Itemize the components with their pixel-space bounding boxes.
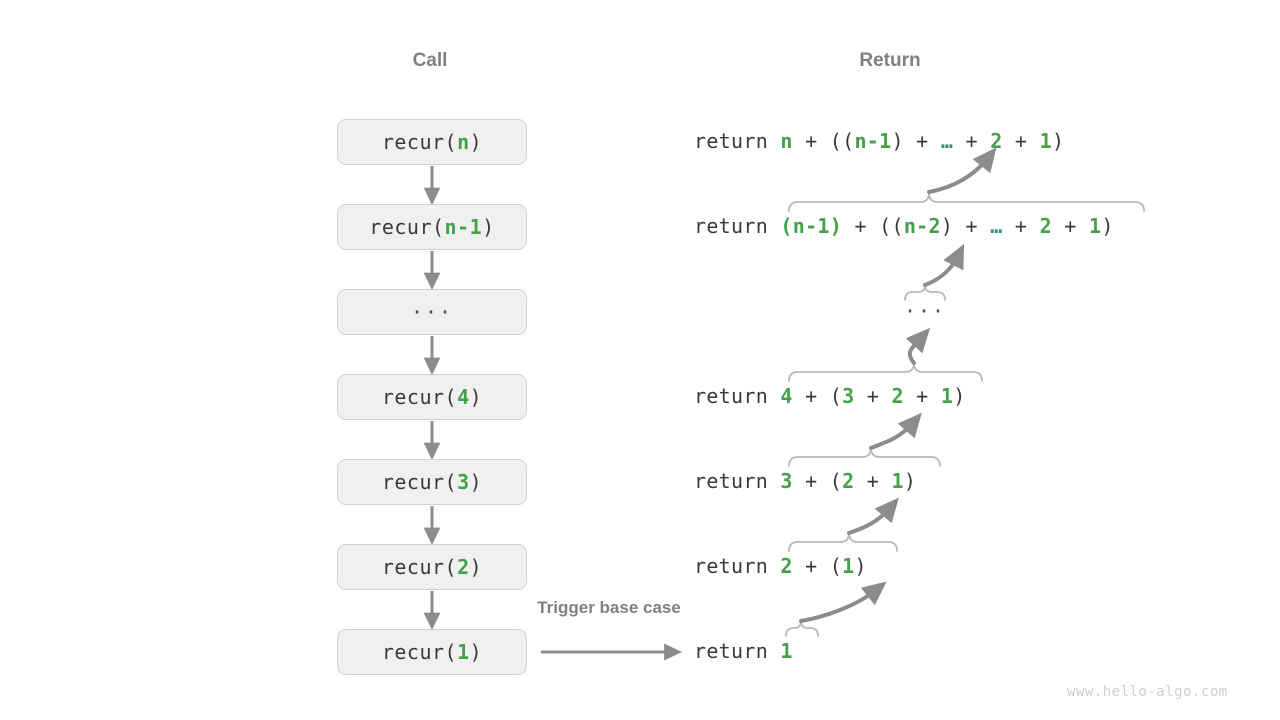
return-line-n: return n + ((n-1) + … + 2 + 1)	[694, 129, 1064, 153]
call-box-argument: 4	[457, 385, 470, 409]
return-token-op: )	[903, 469, 917, 493]
brace-row-1	[785, 620, 819, 637]
return-token-num: 1	[1088, 214, 1102, 238]
call-box-fn-name: recur(	[381, 385, 458, 409]
return-token-num: (n-1)	[780, 214, 843, 238]
return-token-op: +	[1002, 214, 1040, 238]
brace-row-4	[788, 362, 983, 382]
return-arrow-3-to-4	[869, 412, 922, 450]
return-token-kw: return	[694, 554, 781, 578]
return-line-4: return 4 + (3 + 2 + 1)	[694, 384, 966, 408]
return-token-op: )	[854, 554, 867, 578]
return-token-num: n	[780, 129, 793, 153]
return-ellipsis: ···	[903, 299, 947, 323]
trigger-base-case-label: Trigger base case	[537, 598, 681, 617]
return-token-num: 3	[842, 384, 855, 408]
return-arrow-2-to-3	[847, 497, 899, 535]
call-box-close-paren: )	[469, 130, 483, 154]
call-box-argument: n-1	[444, 215, 483, 239]
call-box-close-paren: )	[469, 385, 483, 409]
return-token-num: 3	[780, 469, 793, 493]
return-token-op: + ((	[842, 214, 904, 238]
column-header-call: Call	[412, 50, 448, 71]
watermark: www.hello-algo.com	[1067, 684, 1228, 700]
call-box-1: recur(1)	[337, 629, 527, 675]
call-box-argument: 1	[457, 640, 470, 664]
return-token-op: +	[903, 384, 941, 408]
return-token-num: 1	[1039, 129, 1052, 153]
return-token-num: 2	[780, 554, 793, 578]
return-arrow-dots-to-n-1	[923, 243, 965, 287]
return-token-op: +	[1002, 129, 1040, 153]
return-token-op: +	[1051, 214, 1089, 238]
brace-row-n-1	[788, 192, 1145, 212]
call-box-4: recur(4)	[337, 374, 527, 420]
return-token-num: n-2	[903, 214, 941, 238]
return-token-op: + ((	[792, 129, 855, 153]
return-token-num: 2	[1039, 214, 1052, 238]
call-box-n-1: recur(n-1)	[337, 204, 527, 250]
return-token-num: 2	[891, 384, 904, 408]
column-header-return: Return	[859, 50, 921, 71]
return-token-num: 1	[780, 639, 793, 663]
return-token-num: 2	[990, 129, 1003, 153]
return-line-2: return 2 + (1)	[694, 554, 867, 578]
return-token-op: +	[953, 129, 991, 153]
return-token-op: + (	[792, 384, 843, 408]
return-token-op: + (	[792, 554, 843, 578]
return-token-kw: return	[694, 469, 781, 493]
call-box-ellipsis-label: ···	[410, 300, 454, 324]
return-arrow-n-1-to-n	[927, 147, 997, 194]
call-box-fn-name: recur(	[381, 130, 458, 154]
return-token-kw: return	[694, 129, 781, 153]
return-token-num: 1	[891, 469, 904, 493]
return-line-3: return 3 + (2 + 1)	[694, 469, 916, 493]
call-box-close-paren: )	[482, 215, 495, 239]
call-box-3: recur(3)	[337, 459, 527, 505]
call-box-close-paren: )	[469, 555, 483, 579]
return-token-kw: return	[694, 639, 781, 663]
return-token-kw: return	[694, 214, 781, 238]
return-token-num: 2	[842, 469, 855, 493]
return-line-n-1: return (n-1) + ((n-2) + … + 2 + 1)	[694, 214, 1114, 238]
return-token-num: 4	[780, 384, 793, 408]
call-box-dots: ···	[337, 289, 527, 335]
return-token-dots: …	[940, 129, 954, 153]
brace-row-3	[788, 447, 941, 467]
brace-mid-dots	[904, 284, 946, 301]
return-arrow-4-to-dots	[905, 327, 931, 365]
return-token-dots: …	[990, 214, 1003, 238]
call-box-fn-name: recur(	[381, 470, 458, 494]
brace-row-2	[788, 532, 898, 552]
call-box-fn-name: recur(	[381, 555, 458, 579]
return-token-op: ) +	[891, 129, 941, 153]
return-token-kw: return	[694, 384, 781, 408]
call-box-fn-name: recur(	[381, 640, 458, 664]
call-box-close-paren: )	[469, 470, 483, 494]
return-token-op: )	[953, 384, 966, 408]
call-box-argument: n	[457, 130, 470, 154]
return-token-op: +	[854, 384, 892, 408]
call-box-argument: 2	[457, 555, 470, 579]
return-line-1: return 1	[694, 639, 793, 663]
return-token-num: n-1	[854, 129, 892, 153]
call-box-fn-name: recur(	[369, 215, 445, 239]
call-box-2: recur(2)	[337, 544, 527, 590]
return-token-num: 1	[842, 554, 855, 578]
return-arrow-1-to-2	[799, 581, 887, 623]
call-box-close-paren: )	[469, 640, 483, 664]
return-token-op: + (	[792, 469, 843, 493]
call-box-n: recur(n)	[337, 119, 527, 165]
return-token-op: ) +	[940, 214, 991, 238]
return-token-op: )	[1101, 214, 1114, 238]
call-box-argument: 3	[457, 470, 470, 494]
return-token-op: )	[1051, 129, 1065, 153]
return-token-num: 1	[940, 384, 954, 408]
return-token-op: +	[854, 469, 892, 493]
